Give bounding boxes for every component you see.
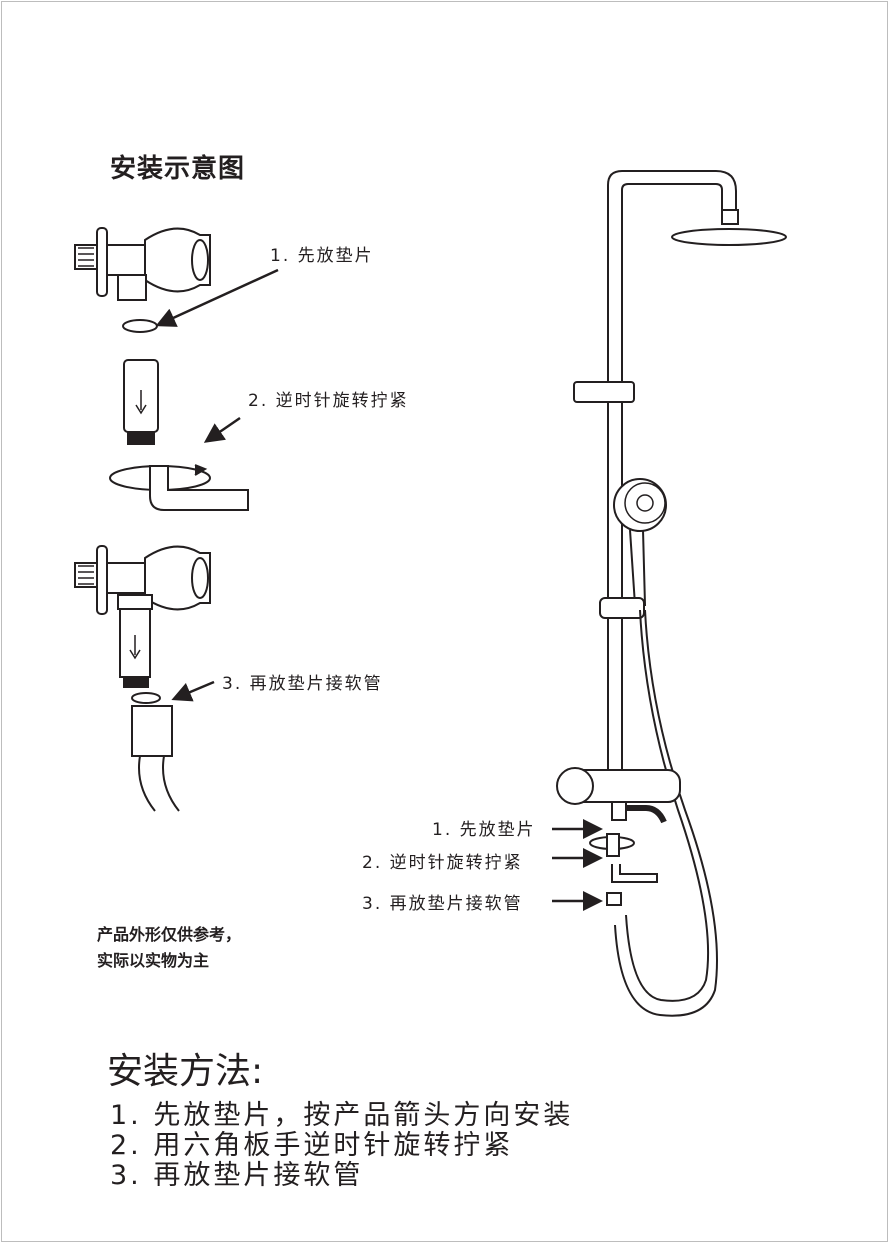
- method-title: 安装方法:: [107, 1051, 264, 1092]
- diagram-title: 安装示意图: [110, 154, 246, 184]
- method-step-1: 1. 先放垫片，按产品箭头方向安装: [110, 1100, 574, 1131]
- disclaimer-line-1: 产品外形仅供参考，: [97, 925, 242, 944]
- shower-system: [556, 170, 787, 1017]
- right-callout-3: 3. 再放垫片接软管: [362, 894, 523, 914]
- left-callout-2: 2. 逆时针旋转拧紧: [248, 391, 409, 411]
- method-step-3: 3. 再放垫片接软管: [110, 1160, 364, 1191]
- left-callout-3: 3. 再放垫片接软管: [222, 674, 383, 694]
- washer: [122, 319, 158, 333]
- hose-end: [131, 705, 180, 812]
- filter-connector: [123, 359, 159, 445]
- right-callout-2: 2. 逆时针旋转拧紧: [362, 853, 523, 873]
- left-callout-1: 1. 先放垫片: [270, 246, 374, 266]
- hex-wrench: [109, 464, 249, 511]
- angle-valve-top: [74, 227, 211, 301]
- right-callout-1: 1. 先放垫片: [432, 820, 536, 840]
- angle-valve-bottom: [74, 545, 211, 688]
- disclaimer-line-2: 实际以实物为主: [97, 951, 210, 970]
- method-step-2: 2. 用六角板手逆时针旋转拧紧: [110, 1130, 514, 1161]
